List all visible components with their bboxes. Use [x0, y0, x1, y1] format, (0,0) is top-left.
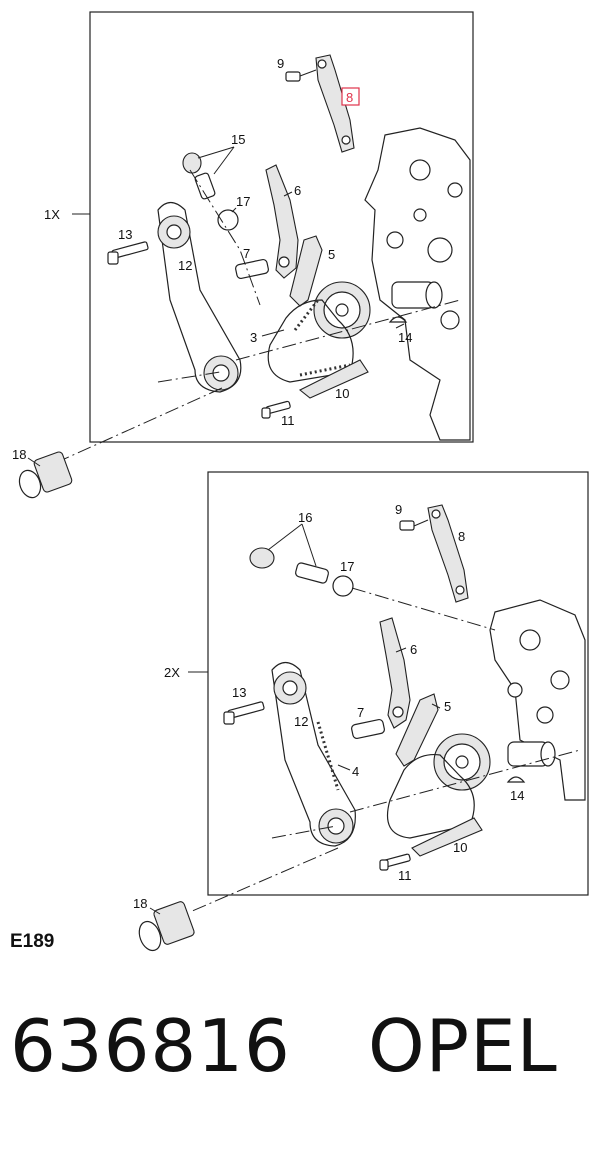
seal-ring-17-lower — [332, 575, 354, 597]
callout-9-upper: 9 — [277, 56, 284, 71]
tensioner-rail-6-upper — [265, 164, 299, 279]
callout-3-upper: 3 — [250, 330, 257, 345]
guide-rail-8-upper — [315, 54, 355, 153]
callout-7-upper: 7 — [243, 246, 250, 261]
callout-6-lower: 6 — [410, 642, 417, 657]
engine-block-upper — [364, 127, 471, 441]
callout-11-upper: 11 — [281, 413, 295, 428]
bolt-9-upper — [285, 69, 317, 82]
callout-18-top: 18 — [12, 447, 26, 462]
pin-7-upper — [235, 258, 269, 280]
figure-code: E189 — [10, 931, 55, 952]
camshaft-sprocket-5-lower — [395, 693, 491, 791]
idler-sprocket-12-lower — [271, 661, 356, 847]
callout-8-upper: 8 — [346, 90, 353, 105]
guide-rail-10-upper — [298, 359, 369, 399]
bolt-13-lower — [223, 701, 265, 725]
brand-name: OPEL — [368, 1004, 558, 1088]
callout-5-lower: 5 — [444, 699, 451, 714]
camshaft-sprocket-5-upper — [289, 235, 371, 339]
timing-chain-lower — [386, 753, 475, 839]
callout-18-bottom: 18 — [133, 896, 147, 911]
callout-10-lower: 10 — [453, 840, 467, 855]
upper-view-frame — [89, 11, 474, 443]
crank-gear-18-bottom: 18 — [133, 896, 195, 952]
idler-sprocket-12-upper — [157, 201, 242, 393]
callout-13-upper: 13 — [118, 227, 132, 242]
crank-gear-18-top: 18 — [12, 447, 73, 499]
lower-view-frame — [207, 471, 589, 896]
key-14-lower — [506, 776, 526, 783]
upper-view-multiplier: 1X — [44, 207, 60, 222]
callout-12-lower: 12 — [294, 714, 308, 729]
callout-11-lower: 11 — [398, 868, 412, 883]
callout-13-lower: 13 — [232, 685, 246, 700]
callout-15-upper: 15 — [231, 132, 245, 147]
callout-14-lower: 14 — [510, 788, 524, 803]
guide-rail-8-lower — [427, 504, 469, 603]
guide-rail-10-lower — [411, 817, 483, 857]
chain-4-lower — [316, 721, 340, 791]
callout-17-upper: 17 — [236, 194, 250, 209]
callout-4-lower: 4 — [352, 764, 359, 779]
bolt-11-lower — [379, 853, 411, 871]
callout-10-upper: 10 — [335, 386, 349, 401]
callout-6-upper: 6 — [294, 183, 301, 198]
callout-16-lower: 16 — [298, 510, 312, 525]
timing-chain-3-upper — [267, 299, 354, 383]
lower-view-multiplier: 2X — [164, 665, 180, 680]
bolt-9-lower — [399, 519, 429, 531]
callout-8-lower: 8 — [458, 529, 465, 544]
tensioner-16-lower — [249, 523, 329, 584]
engine-block-lower — [489, 599, 586, 801]
callout-12-upper: 12 — [178, 258, 192, 273]
bolt-11-upper — [261, 400, 291, 419]
upper-view: 1X 9 8 15 17 6 13 12 7 5 3 14 10 11 — [44, 11, 474, 461]
callout-14-upper: 14 — [398, 330, 412, 345]
tensioner-rail-6-lower — [379, 617, 411, 729]
key-14-upper — [388, 316, 408, 323]
callout-9-lower: 9 — [395, 502, 402, 517]
bolt-13-upper — [107, 241, 149, 265]
part-number: 636816 — [10, 1004, 291, 1088]
lower-view: 2X 9 8 16 17 6 13 5 7 12 4 14 10 11 — [164, 471, 589, 913]
seal-ring-17-upper — [217, 209, 239, 231]
callout-8-highlight-box — [341, 87, 360, 106]
pin-7-lower — [351, 718, 385, 740]
callout-7-lower: 7 — [357, 705, 364, 720]
callout-17-lower: 17 — [340, 559, 354, 574]
tensioner-15-upper — [182, 146, 235, 200]
callout-5-upper: 5 — [328, 247, 335, 262]
